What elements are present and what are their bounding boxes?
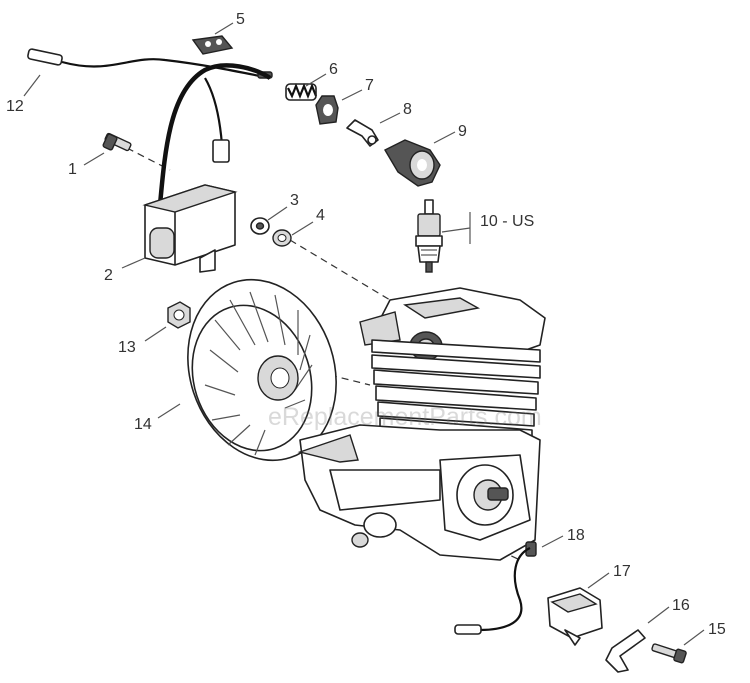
callout-5: 5 — [236, 11, 245, 28]
callout-16: 16 — [672, 597, 690, 614]
part-13-nut[interactable] — [167, 301, 191, 329]
callout-1: 1 — [68, 161, 77, 178]
callout-9: 9 — [458, 123, 467, 140]
callout-labels: 1 2 3 4 5 6 7 8 9 10 - US 12 13 14 15 16… — [6, 11, 726, 638]
callout-6: 6 — [329, 61, 338, 78]
callout-2: 2 — [104, 267, 113, 284]
part-3-washer[interactable] — [250, 217, 270, 235]
callout-8: 8 — [403, 101, 412, 118]
part-1-screw[interactable] — [102, 132, 132, 152]
part-14-flywheel[interactable] — [165, 260, 359, 479]
callout-18: 18 — [567, 527, 585, 544]
callout-7: 7 — [365, 77, 374, 94]
part-4-nut[interactable] — [272, 229, 292, 247]
callout-12: 12 — [6, 98, 24, 115]
watermark-text: eReplacementParts.com — [268, 403, 542, 431]
callout-15: 15 — [708, 621, 726, 638]
callout-3: 3 — [290, 192, 299, 209]
part-5-grommet[interactable] — [191, 35, 234, 55]
part-8-clip[interactable] — [346, 119, 379, 147]
part-10-spark-plug[interactable] — [415, 199, 443, 273]
part-18-ground-wire[interactable] — [454, 541, 537, 635]
callout-14: 14 — [134, 416, 152, 433]
part-6-spring[interactable] — [285, 83, 318, 101]
callout-4: 4 — [316, 207, 325, 224]
callout-17: 17 — [613, 563, 631, 580]
part-2-ignition-coil[interactable] — [142, 63, 272, 273]
leader-lines — [23, 22, 705, 646]
part-12-ignition-wire[interactable] — [27, 48, 273, 80]
part-9-plug-cap[interactable] — [384, 139, 441, 187]
part-17-switch[interactable] — [547, 587, 603, 646]
callout-13: 13 — [118, 339, 136, 356]
part-15-screw[interactable] — [651, 643, 687, 664]
part-7-connector[interactable] — [315, 95, 339, 125]
engine-crankcase-cylinder — [297, 287, 546, 561]
callout-10: 10 - US — [480, 213, 534, 230]
part-16-bracket[interactable] — [605, 629, 646, 673]
